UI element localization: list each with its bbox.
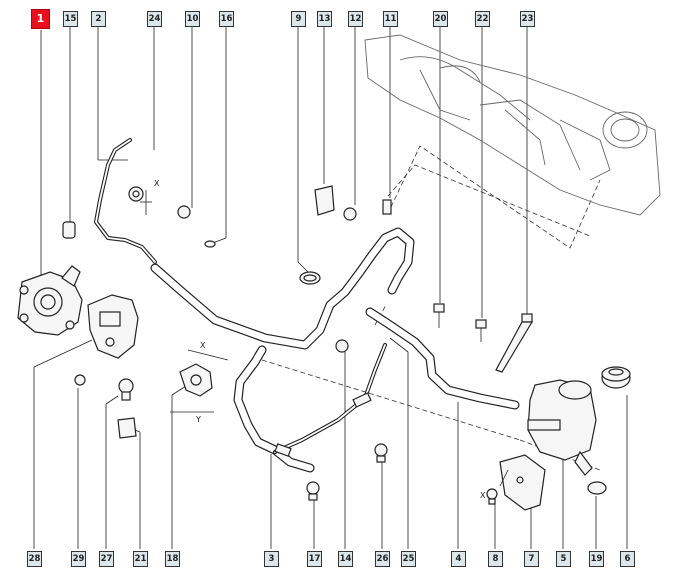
dimension-x-label: X — [154, 179, 160, 188]
callout-20[interactable]: 20 — [433, 11, 448, 27]
callout-22[interactable]: 22 — [475, 11, 490, 27]
steering-rack — [364, 34, 661, 216]
callout-11[interactable]: 11 — [383, 11, 398, 27]
callout-18[interactable]: 18 — [165, 551, 180, 567]
callout-2[interactable]: 2 — [91, 11, 106, 27]
callout-28[interactable]: 28 — [27, 551, 42, 567]
callout-19[interactable]: 19 — [589, 551, 604, 567]
callout-14[interactable]: 14 — [338, 551, 353, 567]
callout-3[interactable]: 3 — [264, 551, 279, 567]
callout-13[interactable]: 13 — [317, 11, 332, 27]
callout-25[interactable]: 25 — [401, 551, 416, 567]
callout-4[interactable]: 4 — [451, 551, 466, 567]
callout-24[interactable]: 24 — [147, 11, 162, 27]
hose-clip — [299, 271, 321, 285]
callout-12[interactable]: 12 — [348, 11, 363, 27]
callout-8[interactable]: 8 — [488, 551, 503, 567]
reservoir-bracket — [499, 454, 546, 511]
callout-5[interactable]: 5 — [556, 551, 571, 567]
callout-27[interactable]: 27 — [99, 551, 114, 567]
pump-bracket — [87, 294, 139, 359]
callout-26[interactable]: 26 — [375, 551, 390, 567]
callout-17[interactable]: 17 — [307, 551, 322, 567]
callout-1[interactable]: 1 — [31, 9, 50, 29]
callout-6[interactable]: 6 — [620, 551, 635, 567]
callout-23[interactable]: 23 — [520, 11, 535, 27]
power-steering-pump — [17, 265, 83, 336]
fluid-reservoir — [527, 379, 597, 476]
callout-9[interactable]: 9 — [291, 11, 306, 27]
dimension-marks: X X Y X — [140, 179, 509, 500]
callout-21[interactable]: 21 — [133, 551, 148, 567]
union-fitting — [179, 363, 213, 397]
callout-29[interactable]: 29 — [71, 551, 86, 567]
supply-hose — [233, 345, 315, 473]
dimension-x-label: X — [480, 491, 486, 500]
fasteners — [62, 185, 607, 505]
callout-10[interactable]: 10 — [185, 11, 200, 27]
pressure-pipe — [94, 138, 157, 264]
callout-7[interactable]: 7 — [524, 551, 539, 567]
callout-15[interactable]: 15 — [63, 11, 78, 27]
thin-return-pipe — [273, 343, 387, 454]
high-pressure-hose — [150, 227, 415, 350]
callout-16[interactable]: 16 — [219, 11, 234, 27]
return-hose — [365, 307, 520, 410]
dimension-y-label: Y — [195, 415, 201, 424]
dimension-x-label: X — [200, 341, 206, 350]
reservoir-cap — [601, 366, 631, 389]
